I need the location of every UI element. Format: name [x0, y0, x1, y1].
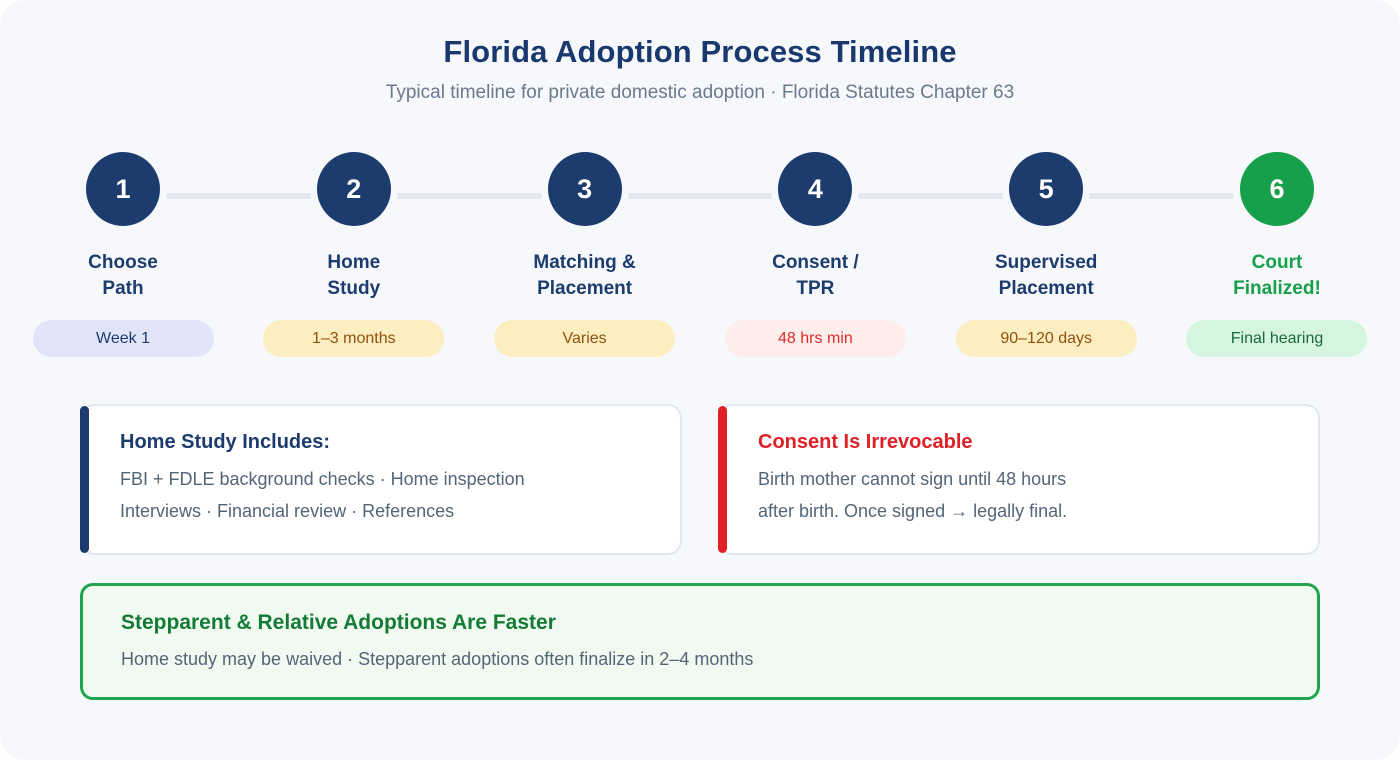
step-label-4: Consent / TPR — [772, 252, 859, 299]
step-number-badge-1: 1 — [86, 152, 160, 227]
card-accent-bar-red — [718, 406, 727, 554]
home-study-card: Home Study Includes: FBI + FDLE backgrou… — [80, 404, 682, 556]
consent-card: Consent Is Irrevocable Birth mother cann… — [718, 404, 1320, 556]
consent-card-body: Birth mother cannot sign until 48 hours … — [758, 469, 1068, 521]
stepparent-banner-body: Home study may be waived · Stepparent ad… — [121, 648, 754, 669]
step-duration-pill-4: 48 hrs min — [724, 319, 906, 358]
step-number-badge-6: 6 — [1239, 152, 1314, 227]
step-number-badge-4: 4 — [778, 152, 853, 227]
page-title: Florida Adoption Process Timeline — [443, 34, 957, 69]
consent-card-title: Consent Is Irrevocable — [758, 431, 973, 454]
step-duration-pill-2: 1–3 months — [263, 319, 445, 358]
step-label-5: Supervised Placement — [994, 252, 1098, 299]
step-duration-pill-3: Varies — [494, 319, 676, 358]
card-accent-bar-navy — [80, 406, 89, 554]
step-label-2: Home Study — [327, 252, 381, 299]
timeline-connector-line — [152, 193, 1248, 200]
step-number-badge-5: 5 — [1009, 152, 1084, 227]
step-duration-pill-5: 90–120 days — [955, 319, 1137, 358]
step-label-6: Court Finalized! — [1233, 252, 1321, 299]
home-study-card-body: FBI + FDLE background checks · Home insp… — [120, 469, 525, 521]
info-cards-row: Home Study Includes: FBI + FDLE backgrou… — [80, 404, 1320, 556]
timeline-step-3[interactable]: 3 Matching & Placement Varies — [484, 152, 686, 358]
timeline-step-6[interactable]: 6 Court Finalized! Final hearing — [1176, 152, 1378, 358]
page-subtitle: Typical timeline for private domestic ad… — [385, 81, 1015, 103]
timeline-step-2[interactable]: 2 Home Study 1–3 months — [253, 152, 455, 358]
timeline-steps: 1 Choose Path Week 1 2 Home Study 1–3 mo… — [22, 152, 1378, 358]
stepparent-banner-title: Stepparent & Relative Adoptions Are Fast… — [121, 611, 556, 635]
home-study-card-title: Home Study Includes: — [120, 431, 331, 454]
stepparent-banner: Stepparent & Relative Adoptions Are Fast… — [80, 583, 1320, 700]
header: Florida Adoption Process Timeline Typica… — [0, 0, 1400, 104]
step-duration-pill-1: Week 1 — [32, 319, 214, 358]
timeline-step-4[interactable]: 4 Consent / TPR 48 hrs min — [714, 152, 916, 358]
step-label-1: Choose Path — [88, 252, 158, 299]
timeline-step-1[interactable]: 1 Choose Path Week 1 — [22, 152, 224, 358]
step-duration-pill-6: Final hearing — [1186, 319, 1368, 358]
timeline: 1 Choose Path Week 1 2 Home Study 1–3 mo… — [22, 152, 1378, 370]
timeline-step-5[interactable]: 5 Supervised Placement 90–120 days — [945, 152, 1147, 358]
step-label-3: Matching & Placement — [533, 252, 636, 299]
step-number-badge-3: 3 — [547, 152, 622, 227]
step-number-badge-2: 2 — [316, 152, 391, 227]
